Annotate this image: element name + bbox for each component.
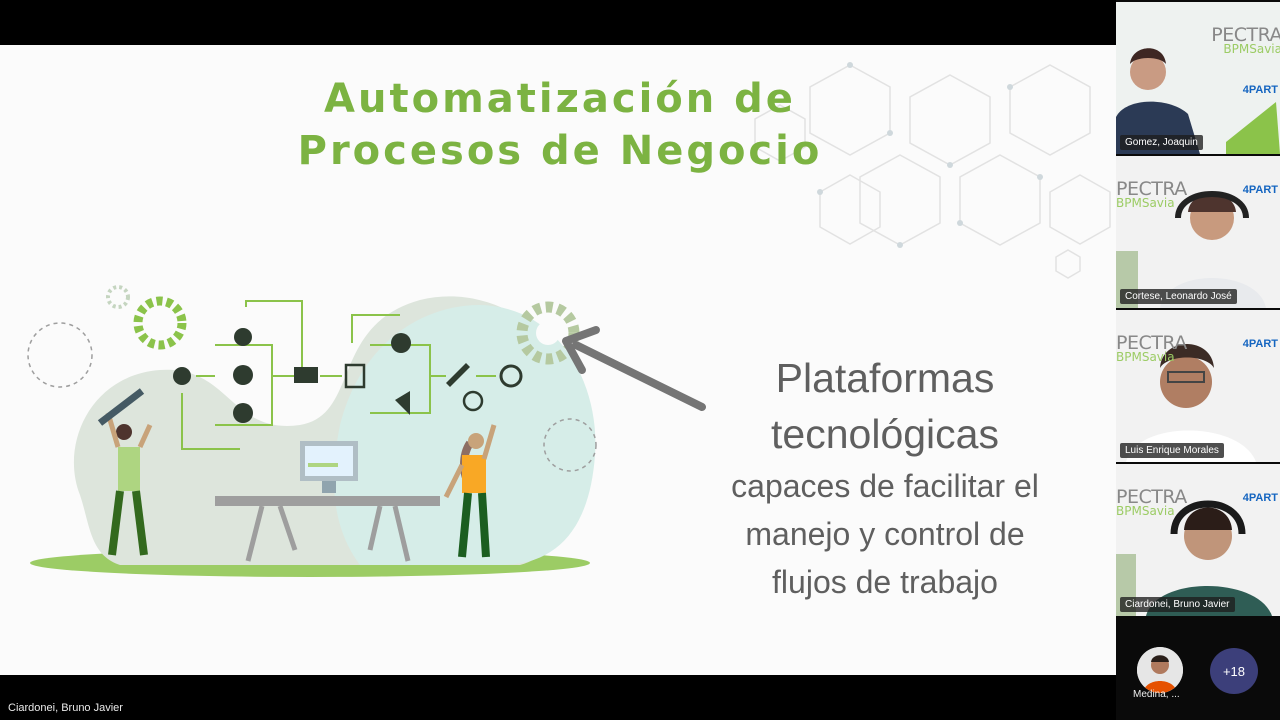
avatar[interactable] bbox=[1137, 647, 1183, 693]
sub-brand-text: BPMSavia bbox=[1116, 350, 1175, 364]
participant-tile[interactable]: PECTRA BPMSavia 4PART Cortese, Leonardo … bbox=[1116, 156, 1280, 308]
sub-brand-text: BPMSavia bbox=[1116, 196, 1175, 210]
conveyor-icon bbox=[294, 367, 318, 383]
magnifier-icon bbox=[462, 390, 484, 412]
sub-brand-text: BPMSavia bbox=[1223, 42, 1280, 56]
desk bbox=[215, 496, 440, 506]
participants-panel: PECTRA BPMSavia 4PART Gomez, Joaquin PEC… bbox=[1116, 0, 1280, 720]
participant-name: Cortese, Leonardo José bbox=[1120, 289, 1237, 304]
chat-icon bbox=[391, 333, 411, 353]
lightbulb-icon bbox=[173, 367, 191, 385]
logo-text: 4PART bbox=[1242, 338, 1278, 350]
person-with-wrench bbox=[97, 388, 153, 556]
palette-icon bbox=[233, 403, 253, 423]
bottom-black-bar bbox=[0, 675, 1116, 720]
automation-illustration bbox=[27, 285, 597, 577]
gear-icon bbox=[133, 296, 187, 350]
gear-icon bbox=[233, 365, 253, 385]
brand-text: PECTRA bbox=[1116, 332, 1187, 354]
gear-icon bbox=[106, 285, 130, 309]
sub-brand-text: BPMSavia bbox=[1116, 504, 1175, 518]
title-line-2: Procesos de Negocio bbox=[297, 128, 823, 174]
sub-line-3: flujos de trabajo bbox=[772, 564, 998, 600]
participant-name: Gomez, Joaquin bbox=[1120, 135, 1203, 150]
brand-text: PECTRA bbox=[1116, 178, 1187, 200]
presenter-name: Ciardonei, Bruno Javier bbox=[8, 702, 123, 714]
target-icon bbox=[499, 364, 523, 388]
shared-slide: Automatización de Procesos de Negocio bbox=[0, 45, 1116, 675]
participant-tile[interactable]: PECTRA BPMSavia 4PART Luis Enrique Moral… bbox=[1116, 310, 1280, 462]
sub-line-2: manejo y control de bbox=[745, 516, 1025, 552]
sub-line-1: capaces de facilitar el bbox=[731, 468, 1039, 504]
rocket-icon bbox=[446, 363, 470, 387]
participant-tile[interactable]: PECTRA BPMSavia 4PART Gomez, Joaquin bbox=[1116, 2, 1280, 154]
video-feed bbox=[1116, 156, 1280, 308]
top-black-bar bbox=[0, 0, 1116, 45]
brand-text: PECTRA bbox=[1116, 486, 1187, 508]
slide-title: Automatización de Procesos de Negocio bbox=[240, 73, 880, 177]
flask-icon bbox=[234, 328, 252, 346]
checklist-icon bbox=[344, 363, 366, 389]
main-line-1: Plataformas bbox=[775, 355, 995, 401]
participant-name: Luis Enrique Morales bbox=[1120, 443, 1224, 458]
logo-text: 4PART bbox=[1242, 492, 1278, 504]
participant-name: Ciardonei, Bruno Javier bbox=[1120, 597, 1235, 612]
megaphone-icon bbox=[395, 391, 410, 415]
logo-text: 4PART bbox=[1242, 184, 1278, 196]
title-line-1: Automatización de bbox=[324, 76, 796, 122]
logo-text: 4PART bbox=[1242, 84, 1278, 96]
main-line-2: tecnológicas bbox=[771, 411, 999, 457]
participant-tile[interactable]: PECTRA BPMSavia 4PART Ciardonei, Bruno J… bbox=[1116, 464, 1280, 616]
avatar-image bbox=[1137, 647, 1183, 693]
avatar-name: Medina, ... bbox=[1133, 689, 1180, 700]
hexagon-background-pattern bbox=[754, 62, 1111, 279]
brand-text: PECTRA bbox=[1211, 24, 1280, 46]
more-participants-button[interactable]: +18 bbox=[1210, 648, 1258, 694]
person-with-magnifier bbox=[443, 424, 497, 558]
slide-body-text: Plataformas tecnológicas capaces de faci… bbox=[670, 350, 1100, 606]
